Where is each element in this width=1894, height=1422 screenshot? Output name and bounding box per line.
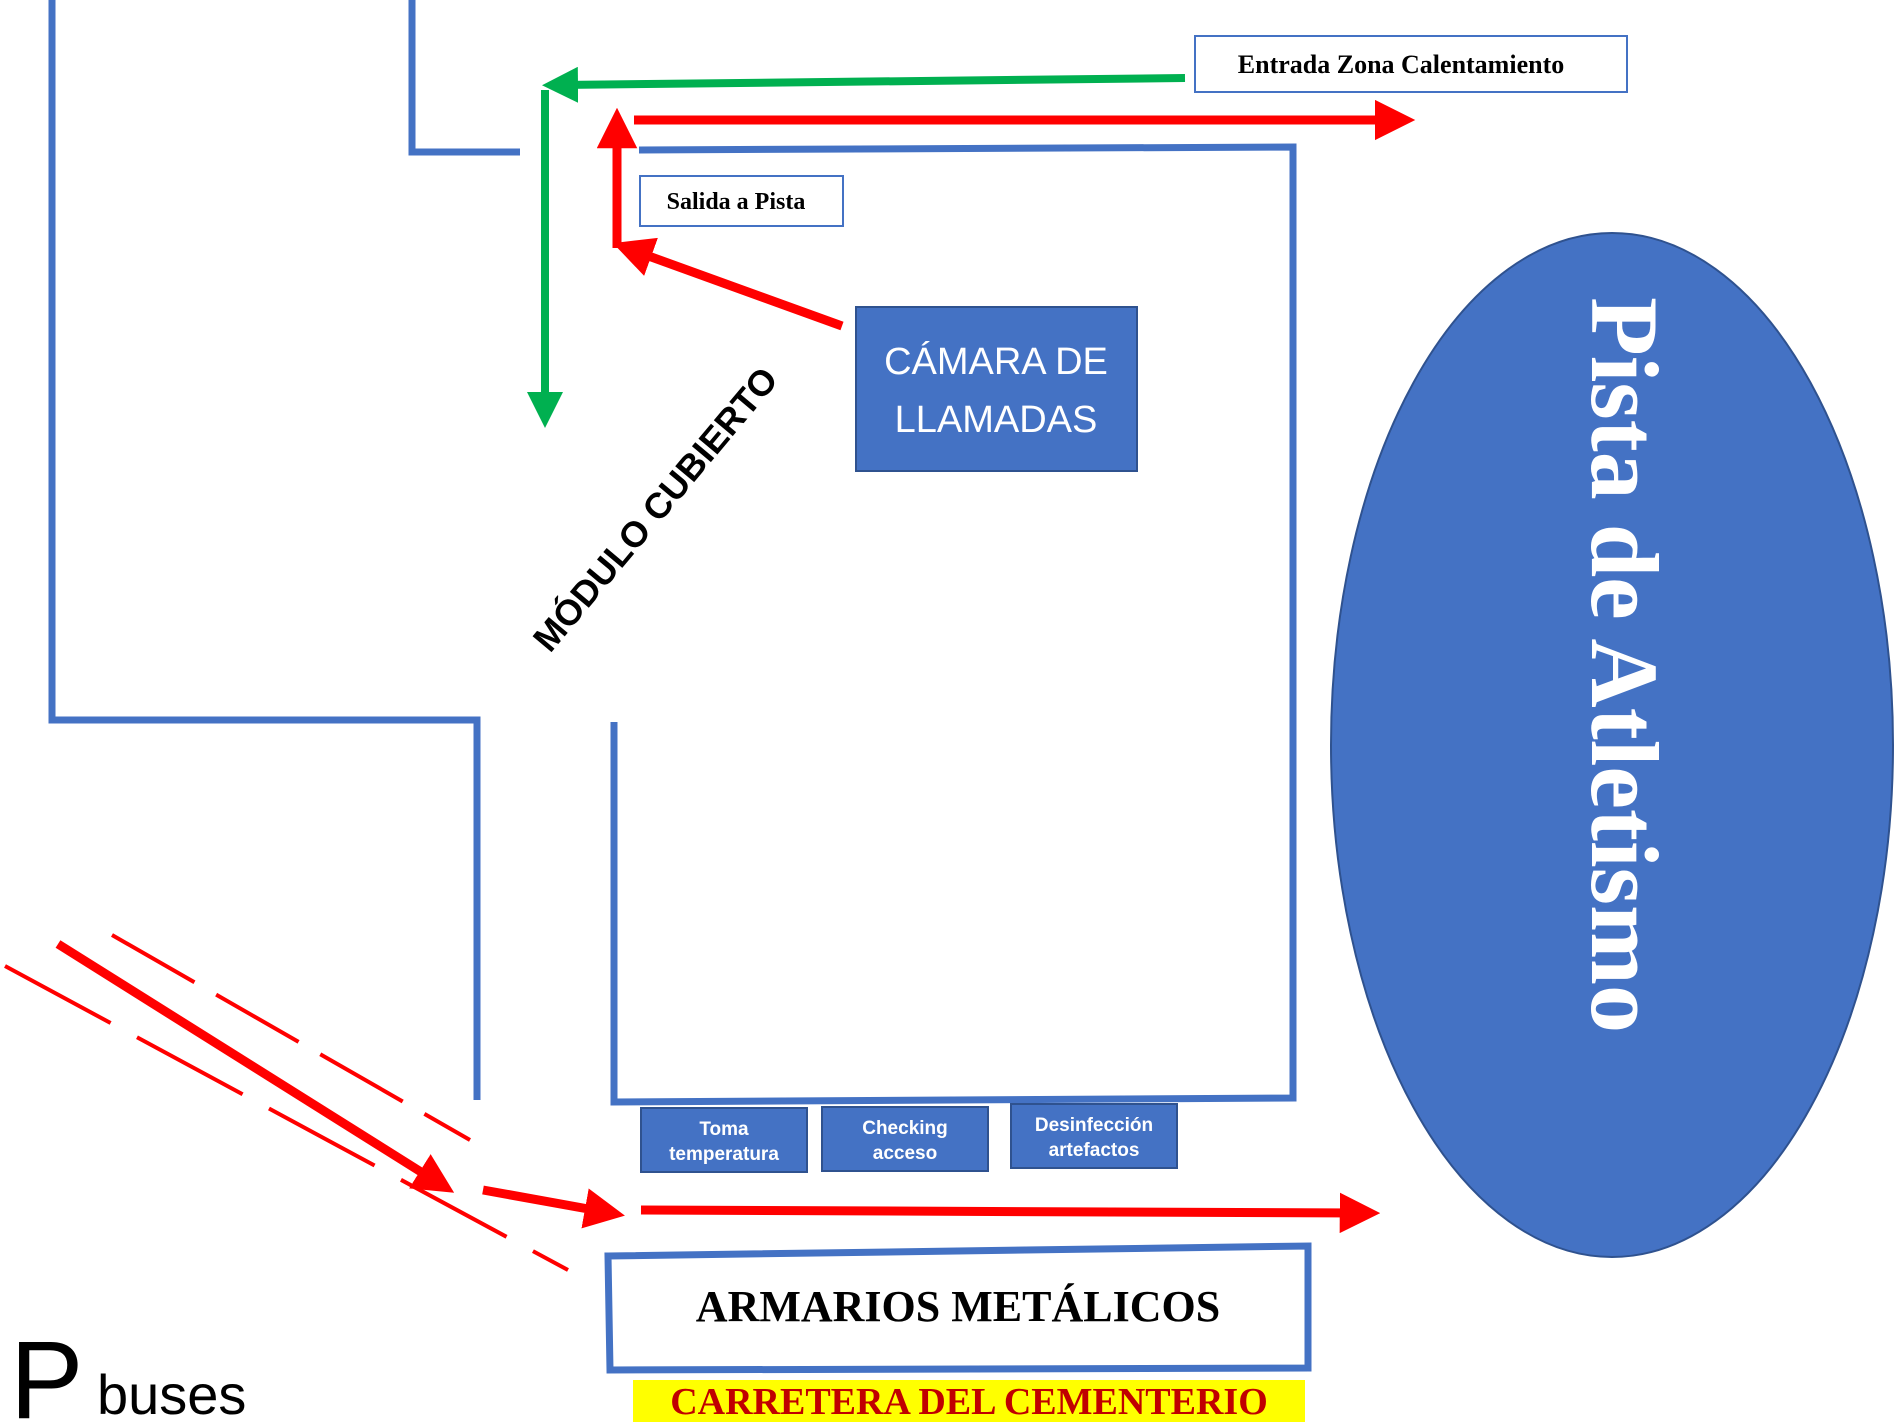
entry-connector-arrow-icon [482,1185,625,1229]
road-edge-upper [111,933,471,1142]
camara-de-llamadas-box[interactable]: CÁMARA DE LLAMADAS [855,306,1138,472]
call-room-exit-arrow-icon [612,237,844,331]
carretera-label: CARRETERA DEL CEMENTERIO [633,1380,1305,1422]
left-building-wall [48,0,481,1100]
parking-buses-text: buses [97,1363,246,1422]
warmup-entry-arrow-icon [542,66,1186,103]
salida-a-pista-text: Salida a Pista [667,189,806,215]
pista-de-atletismo[interactable]: Pista de Atletismo [1330,232,1894,1258]
camara-de-llamadas-line2: LLAMADAS [895,399,1098,441]
building-walls [48,0,1297,1106]
checking-acceso-line1: Checking [862,1118,948,1139]
covered-module-wall[interactable] [610,143,1297,1106]
pista-de-atletismo-text: Pista de Atletismo [1571,297,1678,1033]
parking-buses: P buses [10,1319,246,1422]
desinfeccion-artefactos-line1: Desinfección [1035,1115,1153,1136]
corridor-wall [408,0,520,156]
armarios-metalicos-box[interactable]: ARMARIOS METÁLICOS [604,1242,1312,1374]
camara-de-llamadas-line1: CÁMARA DE [884,340,1108,383]
armarios-metalicos-text: ARMARIOS METÁLICOS [696,1282,1220,1331]
entrada-zona-label: Entrada Zona Calentamiento [1194,35,1628,93]
checking-acceso-box[interactable]: Checking acceso [821,1106,989,1172]
lockers-route-arrow-icon [640,1192,1381,1234]
red-routes [4,99,1416,1272]
desinfeccion-artefactos-line2: artefactos [1049,1140,1140,1161]
toma-temperatura-line2: temperatura [669,1144,779,1165]
modulo-cubierto-label: MÓDULO CUBIERTO [524,358,786,659]
entrada-zona-calentamiento-text: Entrada Zona Calentamiento [1238,50,1564,79]
road-edge-lower [4,964,569,1272]
desinfeccion-artefactos-box[interactable]: Desinfección artefactos [1010,1103,1178,1169]
carretera-del-cementerio-text: CARRETERA DEL CEMENTERIO [670,1381,1268,1422]
salida-pista-label: Salida a Pista [639,175,844,227]
toma-temperatura-line1: Toma [699,1119,749,1140]
parking-icon: P [10,1319,83,1422]
toma-temperatura-box[interactable]: Toma temperatura [640,1107,808,1173]
checking-acceso-line2: acceso [873,1143,937,1164]
warmup-entry-route [527,66,1186,428]
parking-entry-arrow-icon [55,940,455,1193]
